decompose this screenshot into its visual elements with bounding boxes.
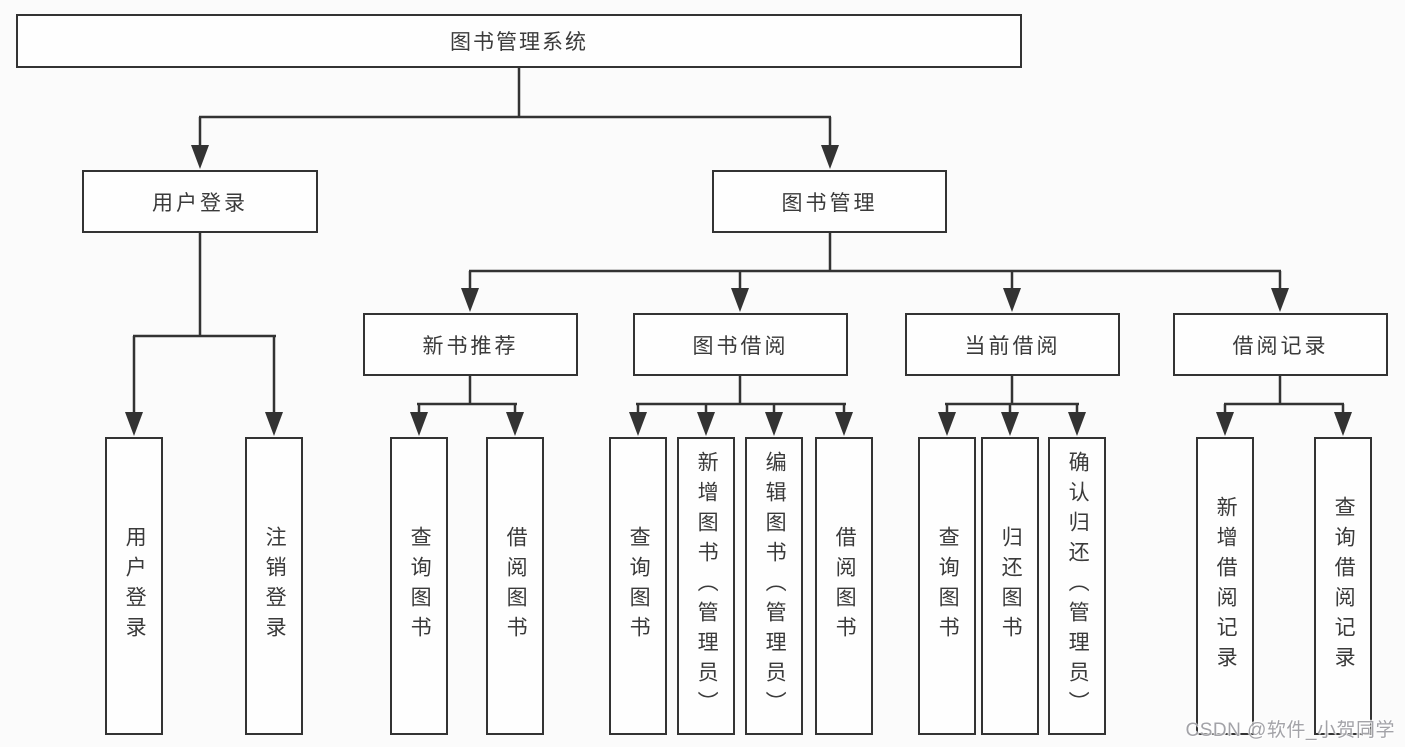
node-label: 查询图书: [627, 526, 651, 646]
arrowhead-down-icon: [506, 412, 524, 436]
arrowhead-down-icon: [765, 412, 783, 436]
leaf-query-books-recommend: 查询图书: [390, 437, 448, 735]
leaf-add-borrow-record: 新增借阅记录: [1196, 437, 1254, 735]
arrowhead-down-icon: [629, 412, 647, 436]
leaf-borrow-books-borrowing: 借阅图书: [815, 437, 873, 735]
leaf-confirm-return-admin: 确认归还（管理员）: [1048, 437, 1106, 735]
node-label: 用户登录: [152, 191, 248, 215]
arrowheads: [125, 145, 1352, 436]
node-new-book-recommend: 新书推荐: [363, 313, 578, 376]
leaf-query-books-borrowing: 查询图书: [609, 437, 667, 735]
leaf-add-books-admin: 新增图书（管理员）: [677, 437, 735, 735]
arrowhead-down-icon: [410, 412, 428, 436]
arrowhead-down-icon: [191, 145, 209, 169]
node-label: 借阅图书: [833, 526, 857, 646]
node-label: 新书推荐: [422, 334, 519, 358]
node-root-system: 图书管理系统: [16, 14, 1022, 68]
node-label: 借阅记录: [1232, 334, 1329, 358]
watermark: CSDN @软件_小贺同学: [1185, 720, 1395, 741]
arrowhead-down-icon: [1271, 288, 1289, 312]
arrowhead-down-icon: [821, 145, 839, 169]
arrowhead-down-icon: [731, 288, 749, 312]
arrowhead-down-icon: [1003, 288, 1021, 312]
leaf-query-books-current: 查询图书: [918, 437, 976, 735]
node-label: 编辑图书（管理员）: [763, 451, 787, 721]
node-label: 图书借阅: [692, 334, 789, 358]
connector-lines: [132, 68, 1345, 418]
node-label: 查询借阅记录: [1332, 496, 1356, 676]
leaf-logout: 注销登录: [245, 437, 303, 735]
arrowhead-down-icon: [1068, 412, 1086, 436]
node-book-management: 图书管理: [712, 170, 947, 233]
arrowhead-down-icon: [1334, 412, 1352, 436]
node-label: 图书管理系统: [450, 31, 588, 54]
arrowhead-down-icon: [125, 412, 143, 436]
node-label: 当前借阅: [964, 334, 1061, 358]
arrowhead-down-icon: [697, 412, 715, 436]
node-label: 借阅图书: [504, 526, 528, 646]
leaf-query-borrow-record: 查询借阅记录: [1314, 437, 1372, 735]
arrowhead-down-icon: [461, 288, 479, 312]
node-label: 新增借阅记录: [1214, 496, 1238, 676]
arrowhead-down-icon: [1001, 412, 1019, 436]
leaf-borrow-books-recommend: 借阅图书: [486, 437, 544, 735]
node-label: 新增图书（管理员）: [695, 451, 719, 721]
node-borrowing-records: 借阅记录: [1173, 313, 1388, 376]
node-user-login: 用户登录: [82, 170, 318, 233]
node-label: 查询图书: [936, 526, 960, 646]
leaf-return-books: 归还图书: [981, 437, 1039, 735]
leaf-edit-books-admin: 编辑图书（管理员）: [745, 437, 803, 735]
node-current-borrowing: 当前借阅: [905, 313, 1120, 376]
leaf-user-login: 用户登录: [105, 437, 163, 735]
node-label: 归还图书: [999, 526, 1023, 646]
arrowhead-down-icon: [835, 412, 853, 436]
node-label: 用户登录: [123, 526, 147, 646]
node-label: 确认归还（管理员）: [1066, 451, 1090, 721]
node-book-borrowing: 图书借阅: [633, 313, 848, 376]
arrowhead-down-icon: [1216, 412, 1234, 436]
arrowhead-down-icon: [938, 412, 956, 436]
node-label: 查询图书: [408, 526, 432, 646]
node-label: 注销登录: [263, 526, 287, 646]
node-label: 图书管理: [781, 191, 878, 215]
arrowhead-down-icon: [265, 412, 283, 436]
